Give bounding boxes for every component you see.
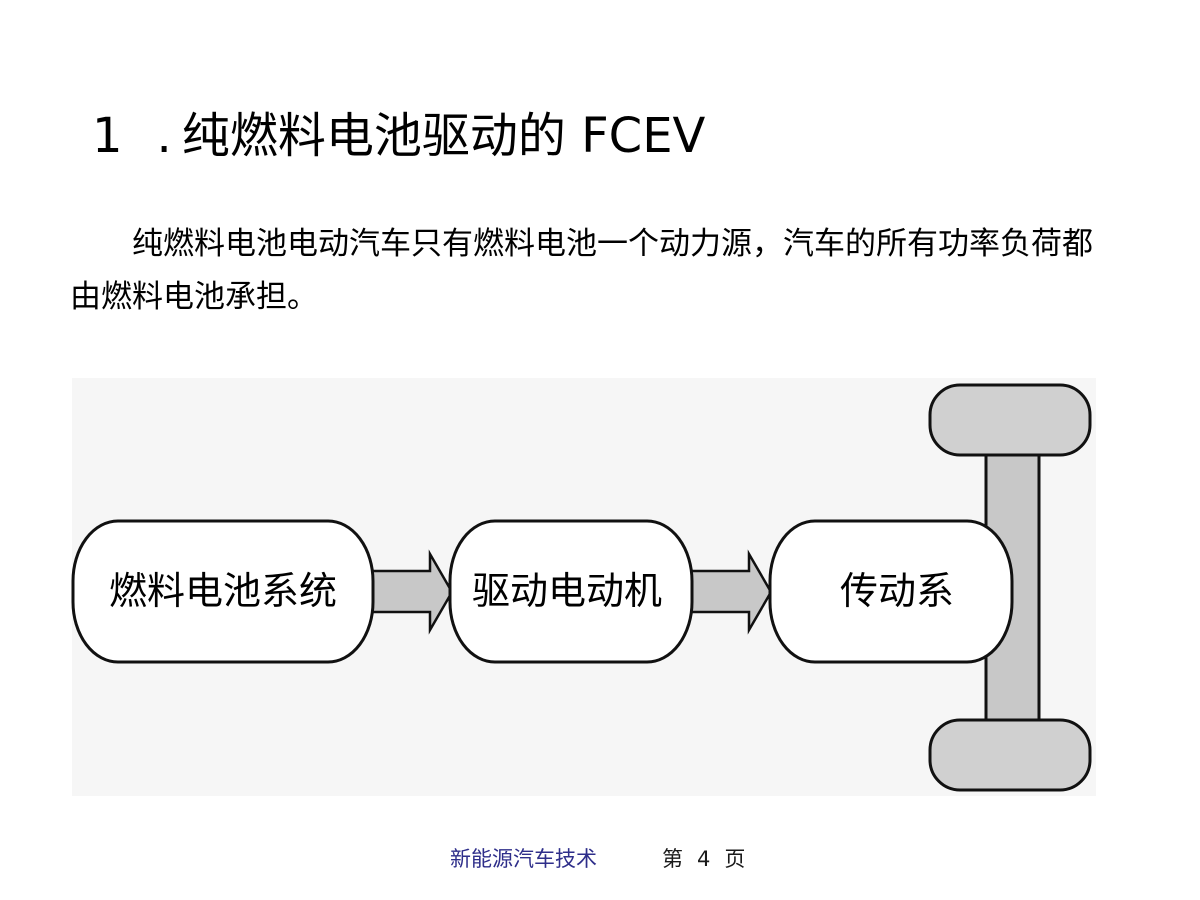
box-fuel-cell-system (71, 519, 375, 664)
page-suffix: 页 (724, 847, 746, 871)
footer-course: 新能源汽车技术 (450, 847, 597, 871)
page-number: 4 (697, 847, 711, 871)
wheel-bottom (928, 718, 1092, 792)
label-drive-motor: 驱动电动机 (472, 569, 662, 613)
arrow-1 (370, 549, 454, 635)
slide-title: 1.纯燃料电池驱动的 FCEV (92, 104, 705, 168)
title-number: 1 (92, 108, 123, 164)
body-paragraph: 纯燃料电池电动汽车只有燃料电池一个动力源，汽车的所有功率负荷都由燃料电池承担。 (70, 226, 1093, 315)
page-prefix: 第 (662, 847, 683, 871)
box-drive-motor (448, 519, 694, 664)
wheel-top (928, 383, 1092, 457)
title-dot: . (156, 108, 172, 164)
label-fuel-cell-system: 燃料电池系统 (109, 569, 337, 613)
arrow-2 (688, 549, 773, 635)
label-transmission: 传动系 (840, 569, 954, 613)
box-transmission (768, 519, 1014, 664)
title-text: 纯燃料电池驱动的 FCEV (181, 108, 706, 164)
